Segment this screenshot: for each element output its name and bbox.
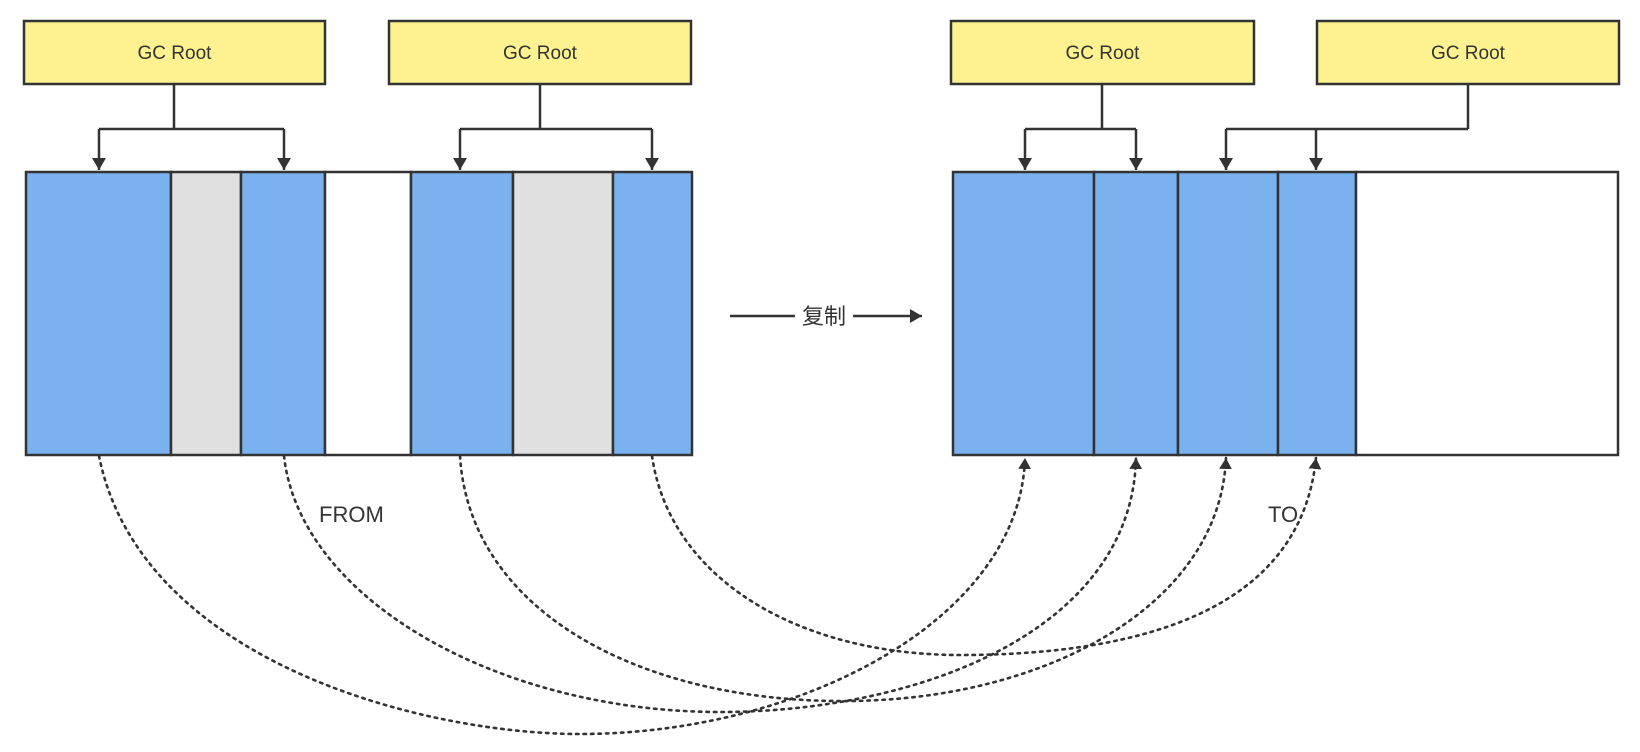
copy-path: [97, 454, 1032, 736]
copy-paths: [97, 454, 1322, 736]
gc-root-to-right: GC Root: [1315, 19, 1621, 86]
from-space: [24, 170, 694, 457]
gc-root-from-left: GC Root: [22, 19, 327, 86]
live-object: [239, 170, 327, 457]
gc-root-to-left: GC Root: [949, 19, 1256, 86]
root-connectors-from: [92, 84, 659, 170]
gc-root-label: GC Root: [1431, 43, 1506, 64]
to-label: TO: [1268, 502, 1298, 527]
copy-path: [282, 454, 1143, 714]
live-object: [951, 170, 1096, 457]
gc-root-label: GC Root: [1066, 43, 1141, 64]
copy-path: [650, 454, 1322, 657]
free-space: [1354, 170, 1620, 457]
copy-path: [458, 454, 1232, 703]
live-object: [611, 170, 694, 457]
live-object: [1092, 170, 1180, 457]
root-connectors-to: [1018, 84, 1470, 170]
gc-root-label: GC Root: [503, 43, 578, 64]
garbage-object: [169, 170, 243, 457]
live-object: [1276, 170, 1358, 457]
garbage-object: [511, 170, 615, 457]
free-space: [323, 170, 413, 457]
live-object: [409, 170, 515, 457]
gc-root-from-right: GC Root: [387, 19, 693, 86]
gc-root-label: GC Root: [138, 43, 213, 64]
copy-arrow: 复制: [730, 305, 922, 330]
live-object: [1176, 170, 1280, 457]
copy-label: 复制: [802, 305, 846, 330]
from-label: FROM: [319, 502, 384, 527]
to-space: [951, 170, 1620, 457]
live-object: [24, 170, 173, 457]
